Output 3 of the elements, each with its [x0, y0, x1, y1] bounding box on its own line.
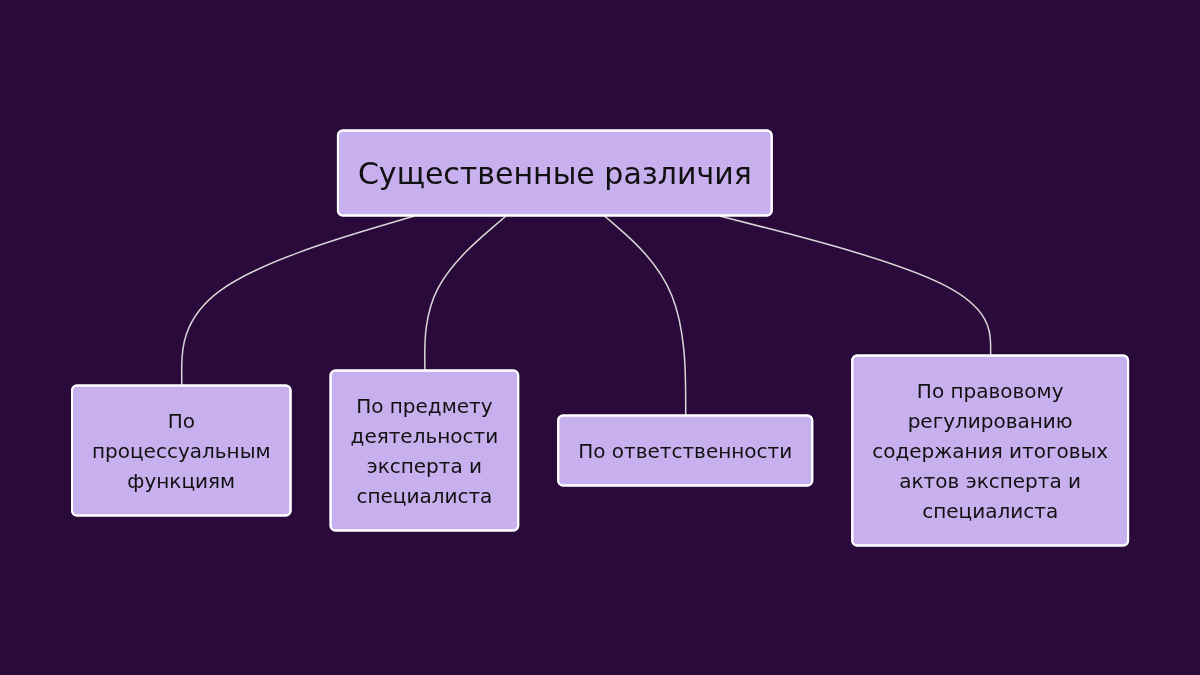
connector [603, 214, 687, 417]
connector [424, 214, 507, 372]
connector [180, 214, 415, 387]
